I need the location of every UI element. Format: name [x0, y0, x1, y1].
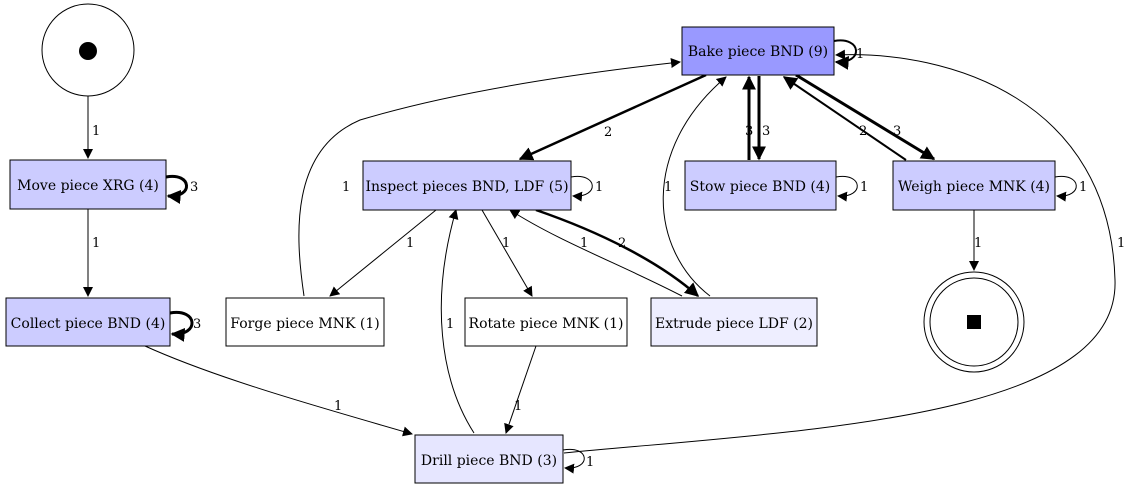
node-inspect-label: Inspect pieces BND, LDF (5) — [365, 179, 568, 195]
node-forge-box — [225, 297, 385, 347]
label-inspect-self: 1 — [595, 180, 603, 195]
node-stow[interactable]: Stow piece BND (4) — [684, 160, 837, 211]
label-start-move: 1 — [92, 124, 100, 139]
edge-inspect-forge — [329, 209, 437, 297]
node-extrude-label: Extrude piece LDF (2) — [655, 316, 813, 332]
node-stow-box — [684, 160, 837, 211]
label-bake-inspect: 2 — [604, 125, 612, 140]
edge-collect-self — [169, 310, 194, 342]
node-move[interactable]: Move piece XRG (4) — [9, 159, 167, 210]
label-extrude-inspect: 1 — [580, 236, 588, 251]
node-move-label: Move piece XRG (4) — [17, 178, 159, 194]
edge-bake-inspect — [518, 73, 707, 161]
label-drill-self: 1 — [586, 455, 594, 470]
label-collect-drill: 1 — [334, 399, 342, 414]
label-rotate-drill: 1 — [514, 399, 522, 414]
node-drill-label: Drill piece BND (3) — [421, 453, 557, 469]
end-square-icon — [967, 315, 981, 329]
label-drill-inspect: 1 — [446, 317, 454, 332]
node-drill-box — [414, 434, 564, 484]
label-inspect-forge: 1 — [406, 236, 414, 251]
edge-stow-self — [835, 175, 858, 202]
edges — [83, 39, 1116, 474]
label-weigh-end: 1 — [974, 236, 982, 251]
label-bake-self: 1 — [856, 47, 864, 62]
node-extrude-box — [650, 297, 818, 347]
edge-weigh-bake — [782, 76, 907, 161]
start-dot-icon — [79, 42, 97, 60]
label-bake-stow: 3 — [762, 124, 770, 139]
node-stow-label: Stow piece BND (4) — [690, 179, 830, 195]
label-weigh-bake: 2 — [859, 124, 867, 139]
start-node — [41, 3, 135, 97]
label-stow-bake: 3 — [745, 124, 753, 139]
node-drill[interactable]: Drill piece BND (3) — [414, 434, 564, 484]
label-forge-bake: 1 — [342, 180, 350, 195]
node-inspect[interactable]: Inspect pieces BND, LDF (5) — [362, 160, 572, 211]
edge-extrude-bake — [662, 76, 727, 297]
edge-inspect-rotate — [481, 209, 533, 297]
label-stow-self: 1 — [860, 180, 868, 195]
edge-rotate-drill — [504, 345, 537, 434]
label-move-collect: 1 — [92, 236, 100, 251]
edge-weigh-self — [1054, 175, 1077, 202]
node-inspect-box — [362, 160, 572, 211]
end-node — [923, 271, 1025, 373]
node-bake-box — [681, 26, 835, 76]
node-weigh-label: Weigh piece MNK (4) — [898, 179, 1050, 195]
node-bake[interactable]: Bake piece BND (9) — [681, 26, 835, 76]
node-weigh-box — [892, 160, 1056, 211]
edge-forge-bake — [298, 58, 681, 297]
node-collect[interactable]: Collect piece BND (4) — [5, 297, 171, 347]
edge-bake-weigh — [795, 73, 936, 161]
edge-inspect-self — [570, 175, 593, 202]
node-collect-label: Collect piece BND (4) — [11, 316, 166, 332]
node-bake-label: Bake piece BND (9) — [688, 44, 828, 60]
label-collect-self: 3 — [193, 317, 201, 332]
edge-collect-drill — [144, 345, 413, 437]
label-drill-bake: 1 — [1117, 236, 1125, 251]
edge-drill-inspect — [440, 209, 475, 434]
node-collect-box — [5, 297, 171, 347]
label-weigh-self: 1 — [1079, 180, 1087, 195]
node-weigh[interactable]: Weigh piece MNK (4) — [892, 160, 1056, 211]
node-rotate-box — [464, 297, 628, 347]
label-inspect-rotate: 1 — [502, 236, 510, 251]
node-move-box — [9, 159, 167, 210]
edge-drill-bake — [563, 49, 1116, 454]
label-inspect-extrude: 2 — [618, 236, 626, 251]
node-rotate-label: Rotate piece MNK (1) — [469, 316, 624, 332]
label-move-self: 3 — [190, 180, 198, 195]
edge-inspect-extrude — [535, 208, 700, 297]
edge-labels: 1 3 1 3 1 1 2 3 3 3 2 1 1 1 1 1 1 2 1 1 … — [92, 47, 1125, 470]
edge-extrude-inspect — [509, 209, 683, 297]
label-extrude-bake: 1 — [664, 180, 672, 195]
node-extrude[interactable]: Extrude piece LDF (2) — [650, 297, 818, 347]
node-forge-label: Forge piece MNK (1) — [230, 316, 379, 332]
edge-drill-self — [562, 448, 585, 474]
edge-bake-self — [833, 39, 857, 70]
edge-move-self — [165, 174, 188, 204]
node-rotate[interactable]: Rotate piece MNK (1) — [464, 297, 628, 347]
node-forge[interactable]: Forge piece MNK (1) — [225, 297, 385, 347]
label-bake-weigh: 3 — [893, 124, 901, 139]
